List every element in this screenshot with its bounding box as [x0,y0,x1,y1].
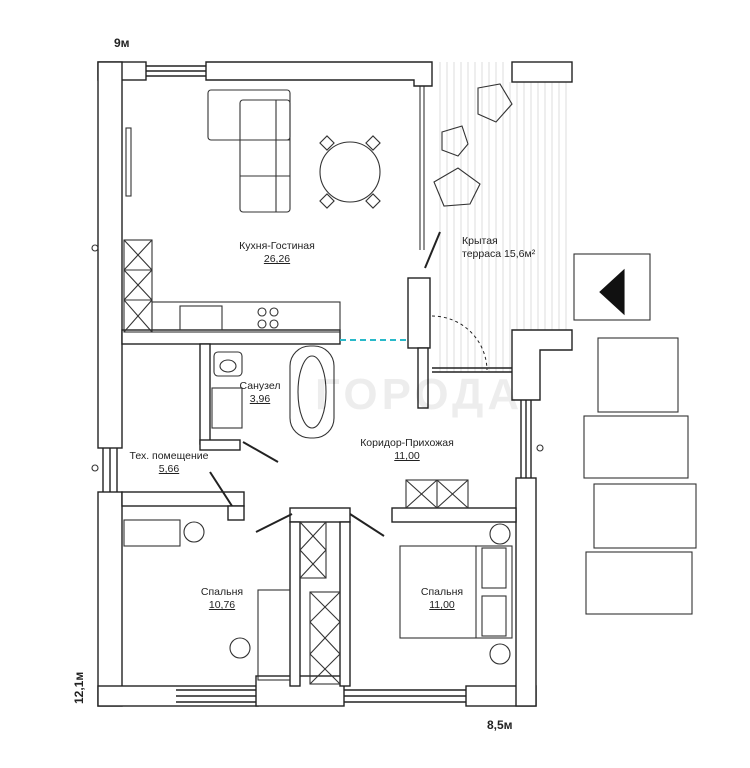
room-area: 3,96 [249,393,271,405]
watermark: ГОРОДА [315,370,524,419]
room-name: Спальня [420,586,464,598]
room-name-line1: Крытая [462,235,498,247]
room-area: 11,00 [429,599,455,611]
dimension-bottom: 8,5м [487,718,513,732]
entrance-arrow-icon [599,268,625,316]
room-bathroom: Санузел 3,96 [230,380,290,406]
furniture [91,83,544,685]
room-area: 11,00 [394,450,420,462]
room-area: 10,76 [208,599,236,611]
room-name: Санузел [239,380,281,392]
room-name-line2: терраса 15,6м² [462,248,536,260]
room-area: 26,26 [263,253,291,265]
room-corridor: Коридор-Прихожая 11,00 [352,437,462,463]
room-tech: Тех. помещение 5,66 [124,450,214,476]
doors [209,231,488,537]
room-name: Тех. помещение [129,450,209,462]
dimension-top: 9м [114,36,130,50]
room-bedroom-right: Спальня 11,00 [412,586,472,612]
walls [97,61,573,707]
entrance-steps [573,253,697,615]
room-kitchen-living: Кухня-Гостиная 26,26 [222,240,332,266]
room-name: Спальня [200,586,244,598]
room-terrace: Крытая терраса 15,6м² [462,235,552,261]
room-area: 5,66 [158,463,180,475]
terrace-floor [439,62,567,372]
dimension-left: 12,1м [72,671,86,704]
room-name: Кухня-Гостиная [239,240,315,252]
room-bedroom-left: Спальня 10,76 [192,586,252,612]
room-name: Коридор-Прихожая [360,437,454,449]
